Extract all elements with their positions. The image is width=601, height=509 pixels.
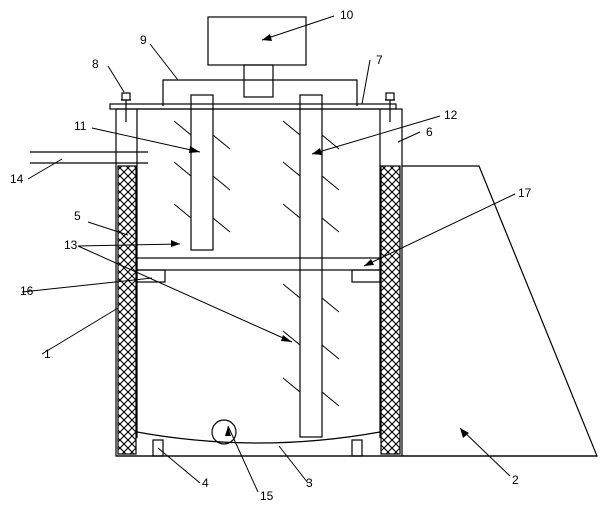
- leader-12: [311, 115, 441, 155]
- label-7: 7: [376, 53, 383, 67]
- agitator-shaft-short: [190, 94, 214, 251]
- leader-1: [41, 307, 119, 355]
- agitator-shaft-long: [299, 94, 323, 438]
- motor-support-frame: [162, 79, 358, 106]
- label-4: 4: [202, 476, 209, 490]
- label-3: 3: [306, 476, 313, 490]
- leader-16: [21, 277, 153, 293]
- label-6: 6: [426, 125, 433, 139]
- label-9: 9: [140, 33, 147, 47]
- label-11: 11: [74, 119, 87, 133]
- leader-lines: [21, 15, 516, 493]
- label-14: 14: [10, 172, 24, 186]
- leader-2: [459, 427, 511, 477]
- leader-14: [27, 158, 63, 180]
- label-1: 1: [44, 347, 51, 361]
- leader-6: [397, 131, 421, 143]
- part-labels: 1 2 3 4 5 6 7 8 9 10 11 12 13 14 15 16 1…: [10, 8, 532, 503]
- leader-4: [157, 447, 201, 484]
- stirring-blades: [173, 120, 340, 407]
- insulation-left: [117, 165, 137, 455]
- leader-10: [261, 15, 335, 41]
- partition-bracket-left: [136, 269, 166, 283]
- label-15: 15: [260, 489, 274, 503]
- support-leg-right: [351, 439, 363, 457]
- insulation-right: [380, 165, 401, 455]
- partition-bracket-right: [351, 269, 381, 283]
- partition-plate: [136, 257, 381, 271]
- leader-3: [278, 445, 309, 484]
- leader-5: [87, 221, 129, 236]
- leader-13b: [77, 245, 293, 343]
- label-13: 13: [64, 238, 78, 252]
- label-8: 8: [92, 57, 99, 71]
- label-10: 10: [340, 8, 354, 22]
- leader-9: [149, 43, 179, 81]
- motor-coupling: [243, 64, 274, 98]
- label-5: 5: [74, 209, 81, 223]
- leader-15: [227, 425, 259, 493]
- label-17: 17: [518, 186, 532, 200]
- leader-17: [363, 193, 516, 267]
- bolt-right: [385, 92, 395, 122]
- motor-housing: [207, 16, 307, 66]
- pressure-gauge: [211, 419, 237, 445]
- lid-plate: [109, 103, 397, 110]
- leader-11: [91, 127, 201, 153]
- leader-8: [107, 65, 125, 93]
- bolt-left: [121, 92, 131, 122]
- leader-arrowheads: [171, 34, 469, 438]
- label-2: 2: [512, 473, 519, 487]
- leader-13a: [77, 243, 181, 247]
- label-16: 16: [20, 284, 34, 298]
- leader-7: [361, 59, 371, 105]
- base-stand: [402, 165, 598, 457]
- vessel-bottom: [136, 431, 381, 444]
- label-12: 12: [444, 108, 458, 122]
